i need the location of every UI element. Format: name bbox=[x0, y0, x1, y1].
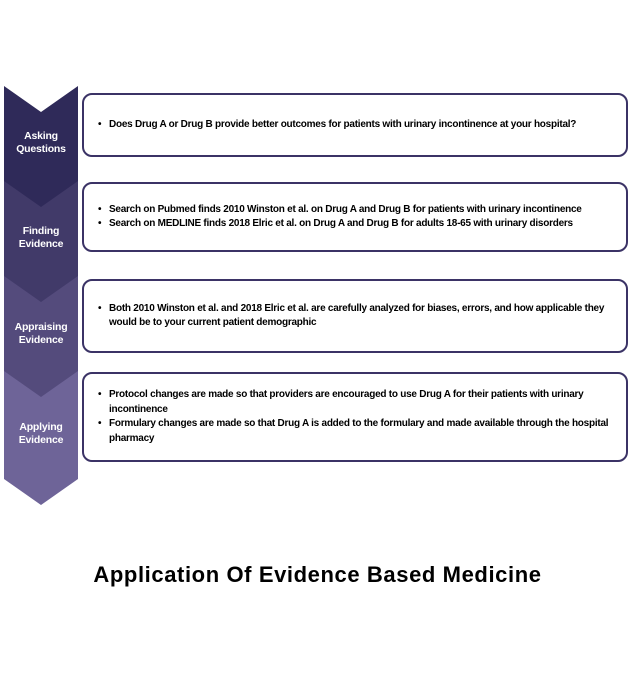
bullet-item: Both 2010 Winston et al. and 2018 Elric … bbox=[98, 302, 612, 331]
step-box-applying-evidence: Protocol changes are made so that provid… bbox=[82, 372, 628, 462]
bullet-item: Does Drug A or Drug B provide better out… bbox=[98, 118, 612, 133]
bullet-item: Search on MEDLINE finds 2018 Elric et al… bbox=[98, 217, 612, 232]
step-box-finding-evidence: Search on Pubmed finds 2010 Winston et a… bbox=[82, 182, 628, 252]
step-arrow-label-appraising-evidence: Appraising Evidence bbox=[14, 320, 68, 346]
bullet-text: Protocol changes are made so that provid… bbox=[109, 389, 584, 415]
bullet-text: Both 2010 Winston et al. and 2018 Elric … bbox=[109, 302, 605, 329]
diagram-title: Application Of Evidence Based Medicine bbox=[93, 562, 542, 587]
bullet-text: Formulary changes are made so that Drug … bbox=[109, 418, 609, 444]
step-box-asking-questions: Does Drug A or Drug B provide better out… bbox=[82, 93, 628, 157]
step-arrow-finding-evidence: Finding Evidence bbox=[4, 181, 78, 303]
step-arrow-label-asking-questions: Asking Questions bbox=[16, 129, 66, 155]
step-box-appraising-evidence: Both 2010 Winston et al. and 2018 Elric … bbox=[82, 279, 628, 353]
bullet-item: Formulary changes are made so that Drug … bbox=[98, 417, 612, 446]
bullet-item: Search on Pubmed finds 2010 Winston et a… bbox=[98, 203, 612, 218]
bullet-item: Protocol changes are made so that provid… bbox=[98, 388, 612, 417]
step-arrow-label-finding-evidence: Finding Evidence bbox=[18, 224, 64, 250]
bullet-text: Search on MEDLINE finds 2018 Elric et al… bbox=[109, 218, 573, 229]
bullet-text: Search on Pubmed finds 2010 Winston et a… bbox=[109, 203, 582, 215]
bullet-text: Does Drug A or Drug B provide better out… bbox=[109, 118, 577, 130]
step-arrow-label-applying-evidence: Applying Evidence bbox=[18, 420, 64, 446]
